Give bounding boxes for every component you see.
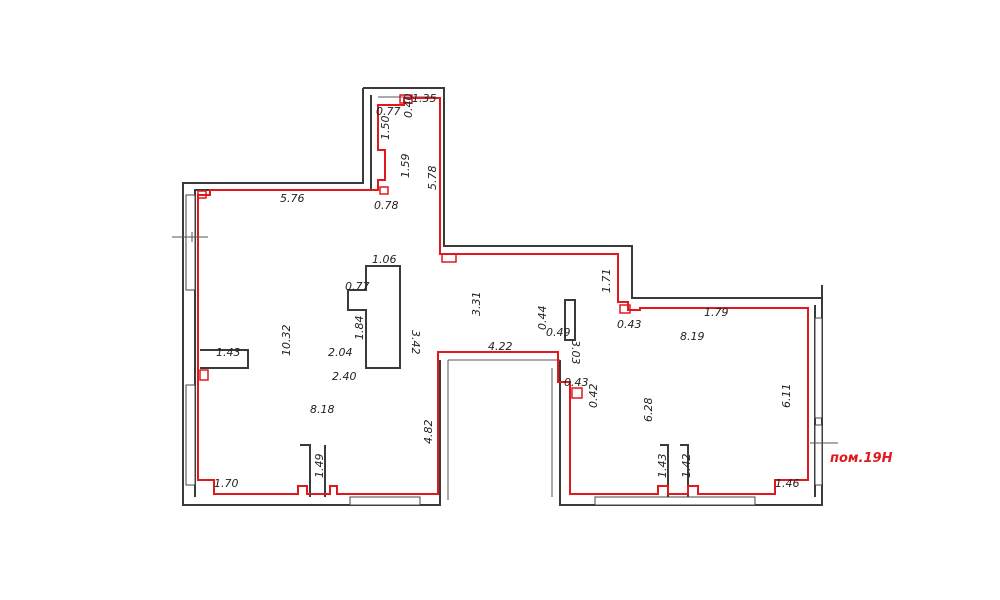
dim-corridor-ledge: 0.78	[374, 199, 399, 212]
dim-bottom-stub-right-a: 1.43	[656, 454, 669, 479]
dim-niche-width-b: 0.77	[376, 105, 401, 118]
window-left-upper	[185, 194, 196, 291]
dim-column-height: 3.42	[409, 330, 422, 355]
dim-left-wall-stub: 1.43	[216, 346, 241, 359]
window-bottom-left	[349, 496, 421, 506]
dim-middle-shaft-b: 0.49	[546, 326, 571, 339]
dim-middle-inner-height: 4.82	[422, 420, 435, 445]
dim-right-inner-wall: 3.03	[569, 340, 582, 365]
building-walls	[182, 87, 823, 506]
dim-corridor-step: 1.59	[399, 154, 412, 179]
dim-bottom-right-segment: 1.46	[775, 477, 800, 490]
dim-column-width: 2.04	[328, 346, 353, 359]
dim-niche-depth: 1.50	[379, 116, 392, 141]
dim-right-step-height: 1.71	[600, 269, 613, 294]
dim-top-left-wall: 5.76	[280, 192, 305, 205]
room-label: пом.19Н	[830, 451, 893, 466]
dim-bottom-stub-right-b: 1.42	[680, 454, 693, 479]
dim-right-niche-b: 0.42	[587, 384, 600, 409]
premises-outline	[197, 97, 809, 495]
window-left-lower	[185, 384, 196, 486]
window-bottom-right	[594, 496, 756, 506]
dim-column-top: 1.06	[372, 253, 397, 266]
dim-right-room-depth: 6.28	[642, 398, 655, 423]
dim-column-base: 2.40	[332, 370, 357, 383]
window-right-upper	[814, 317, 823, 419]
dimension-labels: 1.35 0.40 0.77 1.50 5.78 1.59 0.78 5.76 …	[214, 92, 800, 490]
dim-bottom-stub-left: 1.49	[313, 454, 326, 479]
dim-niche-width-a: 0.40	[402, 94, 415, 119]
dim-right-niche-a: 0.43	[564, 376, 589, 389]
dim-top-narrow-width: 1.35	[412, 92, 437, 105]
dim-middle-height: 3.31	[470, 292, 483, 317]
dim-left-room-height: 10.32	[280, 325, 293, 357]
central-column	[347, 265, 401, 369]
dim-column-inner: 1.84	[353, 316, 366, 341]
dim-corridor-length: 5.78	[426, 166, 439, 191]
dim-right-room-area: 8.19	[680, 330, 705, 343]
dim-column-ledge: 0.77	[345, 280, 370, 293]
dim-middle-top-edge: 4.22	[488, 340, 513, 353]
dim-bottom-left-segment: 1.70	[214, 477, 239, 490]
windows	[185, 194, 823, 506]
dim-right-top-wall: 1.79	[704, 306, 729, 319]
dim-right-room-height: 6.11	[780, 384, 793, 409]
dim-right-step-ledge: 0.43	[617, 318, 642, 331]
window-right-lower	[814, 424, 823, 486]
dim-left-room-area: 8.18	[310, 403, 335, 416]
dim-middle-shaft-a: 0.44	[536, 306, 549, 331]
red-markers	[197, 94, 631, 399]
